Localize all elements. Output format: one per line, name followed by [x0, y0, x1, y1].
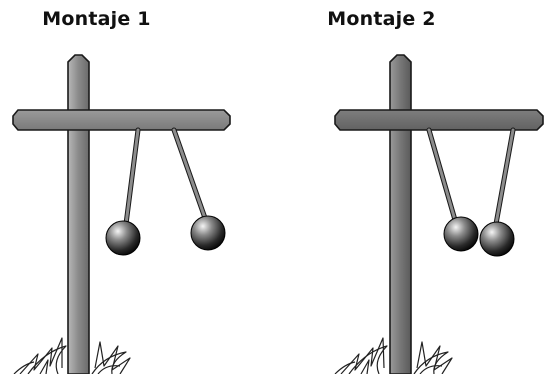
string-2-core — [172, 128, 207, 220]
post — [67, 54, 90, 374]
setup-1-figure — [12, 54, 231, 374]
string-1-core — [427, 128, 457, 222]
crossbeam — [12, 109, 231, 131]
pendulum-ball-2 — [190, 215, 226, 251]
setup-1: Montaje 1 — [12, 8, 231, 374]
setup-2-figure — [334, 54, 544, 374]
setup-2-title: Montaje 2 — [327, 8, 436, 30]
grass-tuft — [13, 337, 131, 374]
pendulum-ball-2 — [479, 221, 515, 257]
crossbeam — [334, 109, 544, 131]
setup-1-title: Montaje 1 — [42, 8, 151, 30]
setup-2: Montaje 2 — [273, 0, 546, 374]
string-1-core — [124, 128, 140, 226]
pendulum-ball-1 — [443, 216, 479, 252]
post — [389, 54, 412, 374]
string-2-core — [494, 128, 515, 226]
grass-tuft — [334, 337, 453, 374]
pendulum-ball-1 — [105, 220, 141, 256]
